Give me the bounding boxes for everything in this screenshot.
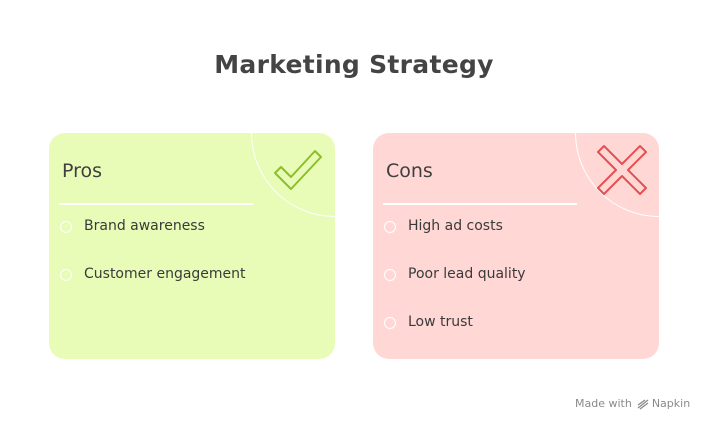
cons-item-text: High ad costs: [408, 218, 503, 234]
bullet-circle-icon: [384, 269, 396, 281]
checkmark-icon: [274, 150, 322, 190]
cons-heading: Cons: [386, 160, 433, 182]
bullet-circle-icon: [60, 221, 72, 233]
list-item: High ad costs: [384, 218, 526, 266]
cons-list: High ad costs Poor lead quality Low trus…: [384, 218, 526, 359]
pros-list: Brand awareness Customer engagement: [60, 218, 246, 314]
made-with-label: Made with: [575, 397, 632, 410]
diagram-title: Marketing Strategy: [214, 50, 494, 79]
pros-item-text: Customer engagement: [84, 266, 246, 282]
napkin-logo-icon: [637, 398, 649, 410]
pros-card: Pros Brand awareness Customer engagement: [49, 133, 335, 359]
list-item: Customer engagement: [60, 266, 246, 314]
bullet-circle-icon: [384, 221, 396, 233]
pros-divider: [59, 203, 253, 205]
list-item: Poor lead quality: [384, 266, 526, 314]
list-item: Brand awareness: [60, 218, 246, 266]
cons-card: Cons High ad costs Poor lead quality Low…: [373, 133, 659, 359]
bullet-circle-icon: [60, 269, 72, 281]
bullet-circle-icon: [384, 317, 396, 329]
made-with-napkin-footer: Made with Napkin: [575, 397, 690, 410]
cons-item-text: Low trust: [408, 314, 473, 330]
napkin-brand-label: Napkin: [651, 397, 691, 410]
pros-heading: Pros: [62, 160, 103, 182]
list-item: Low trust: [384, 314, 526, 359]
pros-item-text: Brand awareness: [84, 218, 205, 234]
x-mark-icon: [597, 145, 647, 195]
cons-divider: [383, 203, 577, 205]
cons-item-text: Poor lead quality: [408, 266, 526, 282]
